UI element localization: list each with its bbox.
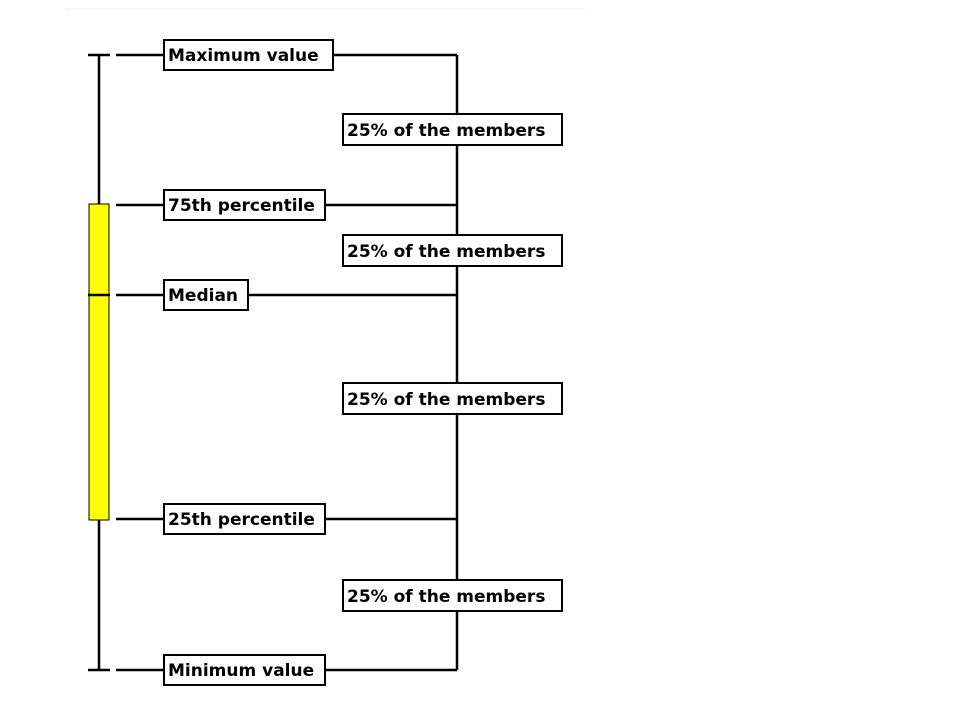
- label-median-text: Median: [168, 286, 238, 306]
- quartile-box-text: 25% of the members: [347, 242, 545, 262]
- quartile-box: 25% of the members: [342, 113, 563, 146]
- quartile-box-text: 25% of the members: [347, 390, 545, 410]
- interquartile-box: [88, 203, 110, 521]
- label-p75: 75th percentile: [163, 189, 326, 221]
- label-median: Median: [163, 279, 249, 311]
- label-p25: 25th percentile: [163, 503, 326, 535]
- quartile-box-text: 25% of the members: [347, 587, 545, 607]
- quartile-box-text: 25% of the members: [347, 121, 545, 141]
- quartile-box: 25% of the members: [342, 234, 563, 267]
- quartile-box: 25% of the members: [342, 382, 563, 415]
- label-p75-text: 75th percentile: [168, 196, 315, 216]
- label-maximum-text: Maximum value: [168, 46, 319, 66]
- quartile-box: 25% of the members: [342, 579, 563, 612]
- label-minimum-text: Minimum value: [168, 661, 314, 681]
- label-minimum: Minimum value: [163, 654, 326, 686]
- label-maximum: Maximum value: [163, 39, 334, 71]
- label-p25-text: 25th percentile: [168, 510, 315, 530]
